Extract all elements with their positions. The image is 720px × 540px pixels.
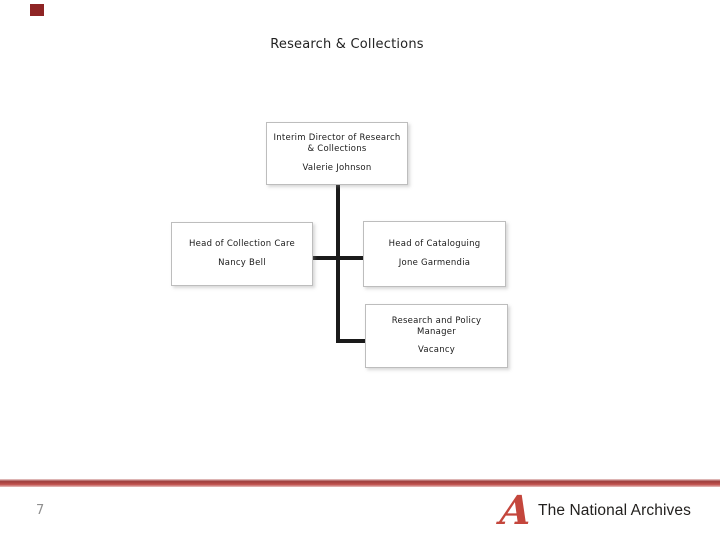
page-number: 7	[36, 503, 45, 518]
logo-wordmark: The National Archives	[538, 502, 691, 519]
org-node-person: Valerie Johnson	[302, 162, 372, 173]
org-node-person: Jone Garmendia	[398, 257, 471, 268]
org-node-role: Head of Cataloguing	[388, 239, 481, 250]
connector-middle-horizontal	[313, 256, 363, 260]
org-node-collection-care: Head of Collection Care Nancy Bell	[171, 222, 313, 286]
logo-a-icon: A	[498, 487, 533, 534]
slide-title: Research & Collections	[270, 37, 424, 52]
org-node-role: Head of Collection Care	[189, 239, 295, 250]
connector-vertical-trunk	[336, 185, 340, 343]
org-node-research-policy: Research and Policy Manager Vacancy	[365, 304, 508, 368]
footer-divider-line	[0, 479, 720, 487]
national-archives-logo: A The National Archives	[498, 487, 691, 534]
org-node-director: Interim Director of Research & Collectio…	[266, 122, 408, 185]
org-node-person: Nancy Bell	[218, 257, 266, 268]
org-node-person: Vacancy	[417, 345, 456, 356]
corner-red-mark	[30, 4, 44, 16]
org-node-role: Research and Policy Manager	[391, 315, 482, 337]
org-node-role: Interim Director of Research & Collectio…	[273, 133, 401, 155]
connector-bottom-horizontal	[336, 339, 365, 343]
org-node-cataloguing: Head of Cataloguing Jone Garmendia	[363, 221, 506, 287]
